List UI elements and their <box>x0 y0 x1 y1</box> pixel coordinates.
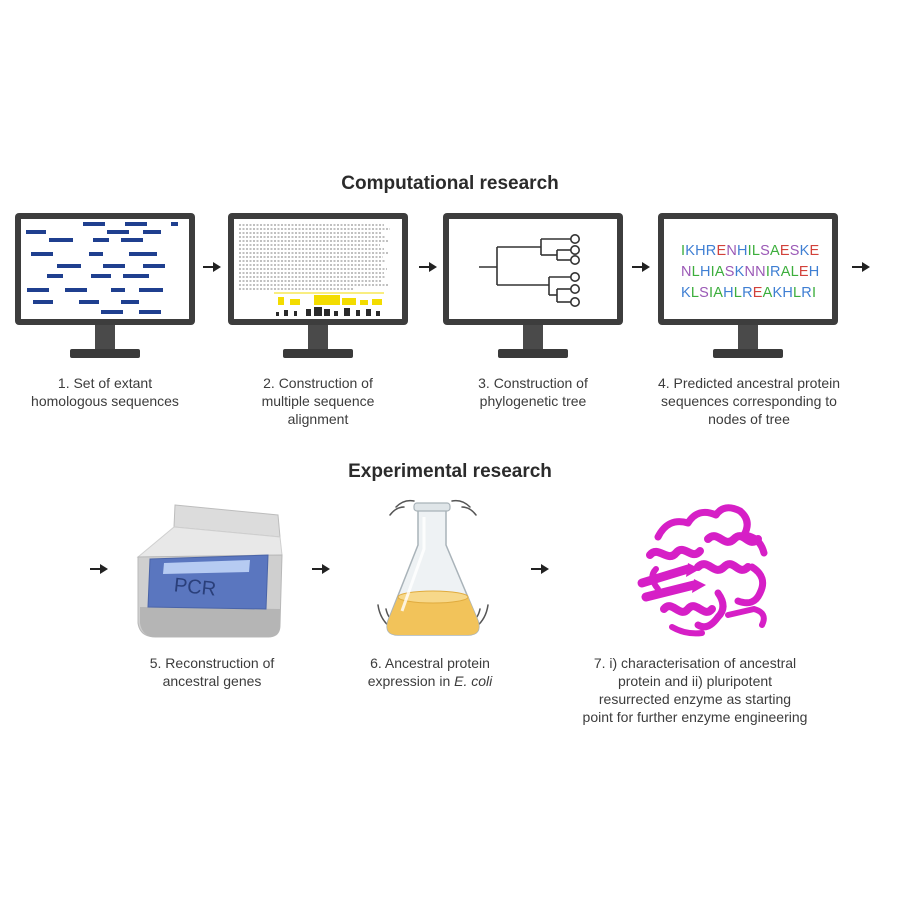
caption-line: 4. Predicted ancestral protein <box>657 375 841 391</box>
step-1-caption: 1. Set of extant homologous sequences <box>20 374 190 410</box>
arrow-right-icon <box>531 564 549 574</box>
caption-line: 2. Construction of <box>263 375 373 391</box>
sequence-bars-graphic <box>26 222 178 314</box>
sequence-line-3: KLSIAHLREAKHLRI <box>681 285 817 301</box>
monitor-icon-sequences-predicted: IKHRENHILSAESKE NLHIASKNNIRALEH KLSIAHLR… <box>658 213 838 363</box>
sequence-line-2: NLHIASKNNIRALEH <box>681 264 820 280</box>
caption-line: multiple sequence <box>261 393 375 409</box>
monitor-icon-tree <box>443 213 623 363</box>
monitor-icon-alignment <box>228 213 408 363</box>
erlenmeyer-flask-icon <box>377 499 489 636</box>
experimental-research-title: Experimental research <box>348 461 552 482</box>
alignment-panel <box>234 219 402 319</box>
caption-line: 3. Construction of <box>478 375 588 391</box>
step-2-caption: 2. Construction of multiple sequence ali… <box>233 374 403 428</box>
alignment-graphic <box>239 224 390 316</box>
pcr-label: PCR <box>173 574 217 600</box>
caption-line: alignment <box>287 411 349 427</box>
monitor-icon-sequences <box>15 213 195 363</box>
computational-research-title: Computational research <box>341 173 559 194</box>
step-5-caption: 5. Reconstruction of ancestral genes <box>117 654 307 690</box>
caption-line: expression in E. coli <box>335 672 525 690</box>
caption-line: nodes of tree <box>708 411 790 427</box>
caption-line: point for further enzyme engineering <box>582 709 808 725</box>
predicted-sequence-text: IKHRENHILSAESKE NLHIASKNNIRALEH KLSIAHLR… <box>681 241 819 304</box>
caption-line: phylogenetic tree <box>479 393 587 409</box>
phylogenetic-tree-graphic <box>479 234 581 308</box>
caption-line: homologous sequences <box>31 393 179 409</box>
step-3-caption: 3. Construction of phylogenetic tree <box>448 374 618 410</box>
caption-line: 5. Reconstruction of <box>149 655 275 671</box>
arrow-right-icon <box>90 564 108 574</box>
arrow-right-icon <box>203 262 221 272</box>
arrow-right-icon <box>419 262 437 272</box>
step-6-caption: 6. Ancestral protein expression in E. co… <box>335 654 525 690</box>
arrow-right-icon <box>312 564 330 574</box>
caption-line: sequences corresponding to <box>661 393 837 409</box>
caption-line: protein and ii) pluripotent <box>617 673 773 689</box>
predicted-sequence-panel: IKHRENHILSAESKE NLHIASKNNIRALEH KLSIAHLR… <box>664 219 832 319</box>
sequence-line-1: IKHRENHILSAESKE <box>681 243 820 259</box>
caption-line: 6. Ancestral protein <box>370 655 490 671</box>
protein-structure-icon <box>637 504 768 637</box>
caption-text: expression in <box>367 673 455 689</box>
arrow-right-icon <box>632 262 650 272</box>
caption-line: 7. i) characterisation of ancestral <box>593 655 797 671</box>
tree-panel <box>449 219 617 319</box>
organism-name: E. coli <box>454 673 493 689</box>
caption-line: resurrected enzyme as starting <box>598 691 792 707</box>
arrow-right-icon <box>852 262 870 272</box>
pcr-machine-icon: PCR <box>136 504 283 638</box>
caption-line: ancestral genes <box>162 673 262 689</box>
step-7-caption: 7. i) characterisation of ancestral prot… <box>550 654 840 726</box>
step-4-caption: 4. Predicted ancestral protein sequences… <box>638 374 860 428</box>
caption-line: 1. Set of extant <box>57 375 153 391</box>
sequence-bars-panel <box>21 219 189 319</box>
